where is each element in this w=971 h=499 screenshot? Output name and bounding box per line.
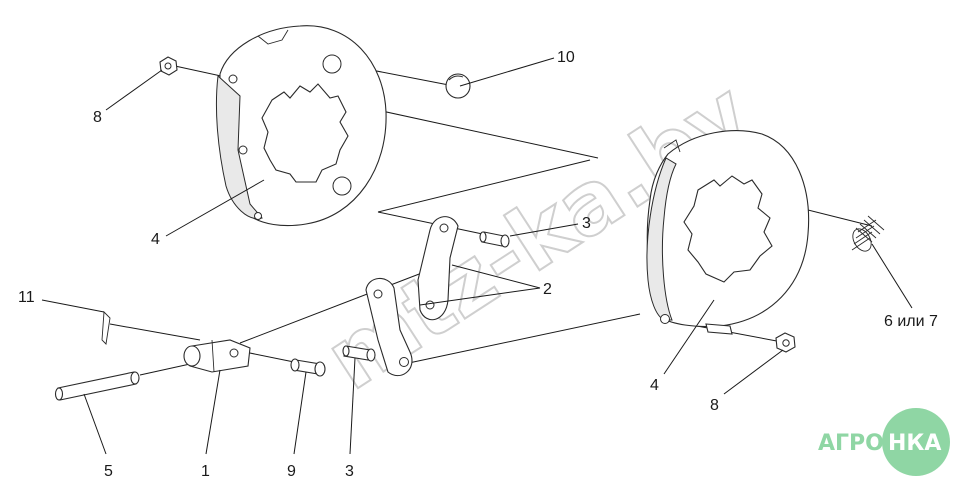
callout-labels: 1 2 3 3 4 4 5 6 или 7 8 8 9 10 11	[18, 49, 938, 480]
callout-11: 11	[18, 289, 35, 306]
callout-4-left: 4	[151, 231, 160, 248]
ball-part-10	[445, 73, 471, 99]
callout-1: 1	[201, 463, 210, 480]
nut-part-8-right	[775, 332, 796, 353]
callout-3-upper: 3	[582, 215, 591, 232]
callout-10: 10	[557, 49, 575, 66]
nut-part-8-left	[159, 56, 178, 76]
pin-part-3-lower	[342, 345, 376, 362]
callout-leaders	[41, 57, 913, 455]
brand-logo-right-text: НКА	[888, 431, 941, 456]
cotter-pin-part-11	[101, 310, 111, 345]
bushing-part-9	[290, 358, 326, 377]
brake-disc-left	[215, 25, 387, 227]
spring-part-6-7	[851, 215, 885, 252]
link-plate-upper	[417, 216, 459, 321]
brand-logo-left-text: АГРО	[818, 431, 884, 456]
callout-3-lower: 3	[345, 463, 354, 480]
link-plate-lower	[365, 277, 413, 377]
callout-5: 5	[104, 463, 113, 480]
callout-2: 2	[543, 281, 552, 298]
brand-logo-circle	[882, 408, 950, 476]
clevis-part-1	[183, 339, 251, 373]
callout-9: 9	[287, 463, 296, 480]
brake-disc-right	[646, 130, 810, 335]
pin-part-3-upper	[479, 231, 510, 248]
callout-4-right: 4	[650, 377, 659, 394]
callout-8-left: 8	[93, 109, 102, 126]
callout-8-right: 8	[710, 397, 719, 414]
callout-6-or-7: 6 или 7	[884, 313, 938, 330]
axle-pin-part-5	[54, 371, 140, 401]
brand-logo: АГРО НКА	[818, 408, 950, 476]
